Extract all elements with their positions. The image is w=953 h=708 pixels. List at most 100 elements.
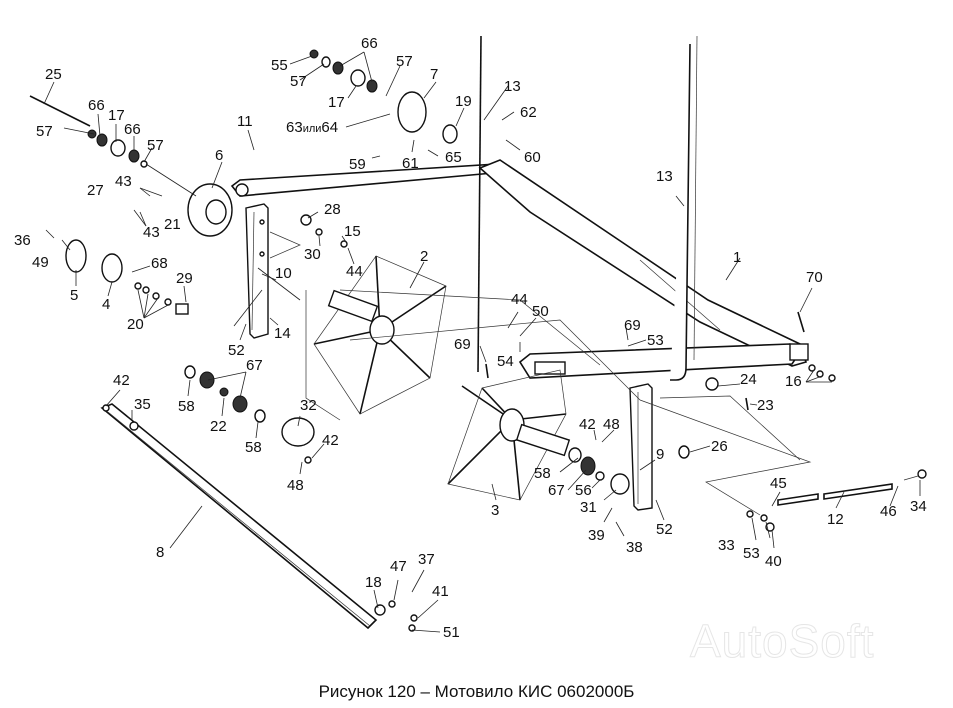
callout-6: 6 — [215, 147, 224, 164]
callout-58b: 58 — [245, 439, 262, 456]
callout-58c: 58 — [534, 465, 551, 482]
callout-8: 8 — [156, 544, 165, 561]
bearing-32-assembly — [184, 365, 315, 447]
callout-67a: 67 — [246, 357, 263, 374]
hub-assembly-right — [568, 445, 690, 495]
callout-66c: 66 — [361, 35, 378, 52]
callout-57b: 57 — [147, 137, 164, 154]
callout-21: 21 — [164, 216, 181, 233]
callout-47: 47 — [390, 558, 407, 575]
callout-20: 20 — [127, 316, 144, 333]
callout-62: 62 — [520, 104, 537, 121]
callout-25: 25 — [45, 66, 62, 83]
callout-16: 16 — [785, 373, 802, 390]
callout-48b: 48 — [603, 416, 620, 433]
callout-7: 7 — [430, 66, 439, 83]
callout-63: 63 — [286, 119, 303, 136]
callout-53b: 53 — [743, 545, 760, 562]
callout-49: 49 — [32, 254, 49, 271]
callout-52a: 52 — [228, 342, 245, 359]
callout-17a: 17 — [108, 107, 125, 124]
callout-46: 46 — [880, 503, 897, 520]
callout-22: 22 — [210, 418, 227, 435]
reel-frame — [230, 159, 809, 379]
callout-38: 38 — [626, 539, 643, 556]
callout-31: 31 — [580, 499, 597, 516]
callout-17b: 17 — [328, 94, 345, 111]
spider-3 — [447, 369, 571, 501]
callout-67b: 67 — [548, 482, 565, 499]
callout-63-or-64: 63или64 — [286, 120, 338, 135]
callout-52b: 52 — [656, 521, 673, 538]
callout-45: 45 — [770, 475, 787, 492]
callout-50: 50 — [532, 303, 549, 320]
callout-5: 5 — [70, 287, 79, 304]
callout-48a: 48 — [287, 477, 304, 494]
leader-lines — [43, 51, 921, 633]
callout-13b: 13 — [656, 168, 673, 185]
callout-41: 41 — [432, 583, 449, 600]
callout-57c: 57 — [290, 73, 307, 90]
callout-44b: 44 — [511, 291, 528, 308]
fasteners — [102, 214, 836, 632]
callout-40: 40 — [765, 553, 782, 570]
assembly-outline-lines — [269, 231, 812, 516]
callout-43b: 43 — [143, 224, 160, 241]
callout-57d: 57 — [396, 53, 413, 70]
bracket-9 — [629, 383, 653, 511]
bracket-10 — [245, 203, 269, 339]
callout-64: 64 — [321, 119, 339, 136]
callout-34: 34 — [910, 498, 927, 515]
drive-assembly — [29, 95, 233, 315]
callout-12: 12 — [827, 511, 844, 528]
callout-10: 10 — [275, 265, 292, 282]
callout-56: 56 — [575, 482, 592, 499]
watermark: AutoSoft — [689, 615, 875, 668]
callout-36: 36 — [14, 232, 31, 249]
callout-68: 68 — [151, 255, 168, 272]
callout-4: 4 — [102, 296, 111, 313]
callout-23: 23 — [757, 397, 774, 414]
vertical-rods — [477, 35, 698, 381]
callout-11: 11 — [237, 113, 253, 130]
callout-53a: 53 — [647, 332, 664, 349]
callout-43a: 43 — [115, 173, 132, 190]
callout-55: 55 — [271, 57, 288, 74]
callout-37: 37 — [418, 551, 435, 568]
callout-39: 39 — [588, 527, 605, 544]
callout-30: 30 — [304, 246, 321, 263]
callout-24: 24 — [740, 371, 757, 388]
callout-42a: 42 — [113, 372, 130, 389]
callout-26: 26 — [711, 438, 728, 455]
rod-12 — [746, 469, 927, 518]
callout-15: 15 — [344, 223, 361, 240]
callout-42c: 42 — [579, 416, 596, 433]
callout-13a: 13 — [504, 78, 521, 95]
callout-66a: 66 — [88, 97, 105, 114]
callout-33: 33 — [718, 537, 735, 554]
callout-66b: 66 — [124, 121, 141, 138]
sprocket-7-assembly — [309, 49, 458, 144]
callout-61: 61 — [402, 155, 419, 172]
callout-19: 19 — [455, 93, 472, 110]
callout-or: или — [302, 123, 322, 135]
callout-18: 18 — [365, 574, 382, 591]
callout-65: 65 — [445, 149, 462, 166]
callout-42b: 42 — [322, 432, 339, 449]
callout-3: 3 — [491, 502, 500, 519]
callout-69a: 69 — [454, 336, 471, 353]
bar-8 — [100, 403, 378, 630]
callout-35: 35 — [134, 396, 151, 413]
callout-54: 54 — [497, 353, 514, 370]
callout-70: 70 — [806, 269, 823, 286]
callout-32: 32 — [300, 397, 317, 414]
callout-14: 14 — [274, 325, 291, 342]
callout-1: 1 — [733, 249, 742, 266]
callout-44a: 44 — [346, 263, 363, 280]
callout-69b: 69 — [624, 317, 641, 334]
callout-51: 51 — [443, 624, 460, 641]
spider-2 — [313, 255, 447, 415]
callout-2: 2 — [420, 248, 429, 265]
callout-60: 60 — [524, 149, 541, 166]
